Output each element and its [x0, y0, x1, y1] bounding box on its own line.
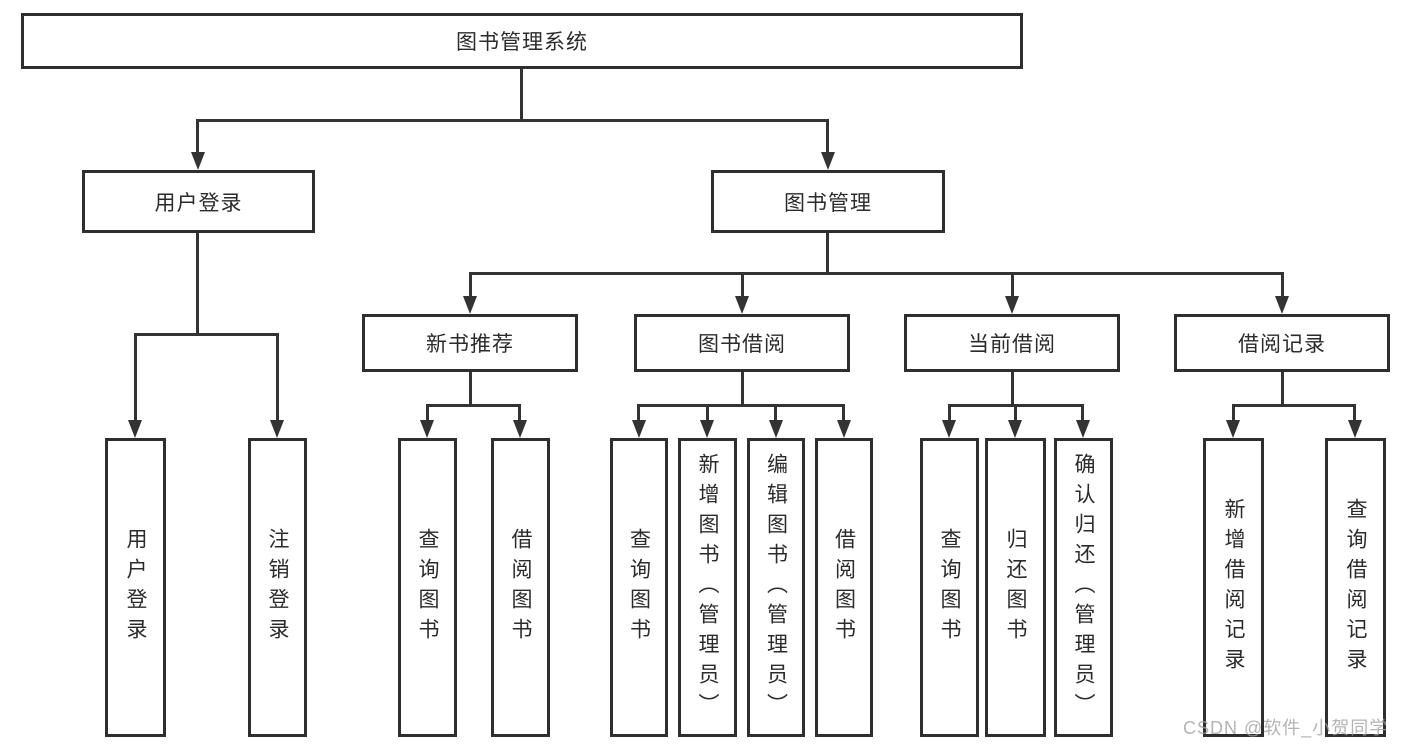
arrow-down-icon: [1348, 420, 1362, 438]
node-label: 借阅图书: [509, 527, 532, 648]
connector-to-leaf-user-login: [134, 333, 137, 420]
connector-to-leaf: [518, 404, 521, 421]
node-label: 图书管理系统: [456, 31, 588, 54]
node-label: 新增图书（管理员）: [696, 452, 719, 723]
connector-user-login-branch: [134, 333, 279, 336]
node-label: 借阅图书: [832, 527, 856, 648]
connector-book-borrow-branch: [637, 404, 845, 407]
arrow-down-icon: [1076, 420, 1090, 438]
arrow-down-icon: [700, 420, 714, 438]
node-label: 确认归还（管理员）: [1072, 452, 1095, 723]
node-label: 用户登录: [154, 191, 243, 215]
arrow-down-icon: [769, 420, 783, 438]
connector-new-book-recommend-branch: [426, 404, 521, 407]
connector-to-book-borrow: [741, 272, 744, 298]
node-label: 查询借阅记录: [1344, 497, 1367, 678]
arrow-down-icon: [463, 296, 477, 314]
connector-root-branch: [196, 119, 829, 122]
leaf-current-confirm-return-admin: 确认归还（管理员）: [1054, 438, 1113, 737]
connector-to-borrow-records: [1281, 272, 1284, 298]
node-label: 图书借阅: [698, 333, 786, 356]
connector-to-leaf: [706, 404, 709, 421]
arrow-down-icon: [420, 420, 434, 438]
node-label: 借阅记录: [1238, 333, 1326, 356]
leaf-recommend-query-books: 查询图书: [398, 438, 457, 737]
leaf-borrow-add-books-admin: 新增图书（管理员）: [678, 438, 737, 737]
node-label: 新书推荐: [426, 333, 514, 356]
arrow-down-icon: [1226, 420, 1240, 438]
connector-to-current-borrow: [1011, 272, 1014, 298]
node-label: 新增借阅记录: [1222, 497, 1245, 678]
node-label: 图书管理: [784, 191, 872, 215]
connector-user-login-stem: [196, 233, 199, 336]
connector-to-leaf: [948, 404, 951, 421]
node-label: 用户登录: [124, 527, 147, 648]
connector-to-leaf: [774, 404, 777, 421]
connector-to-leaf: [637, 404, 640, 421]
arrow-down-icon: [1275, 296, 1289, 314]
node-user-login: 用户登录: [82, 170, 315, 233]
leaf-borrow-borrow-books: 借阅图书: [815, 438, 873, 737]
leaf-records-query-borrow-record: 查询借阅记录: [1325, 438, 1386, 737]
node-borrow-records: 借阅记录: [1174, 314, 1390, 372]
connector-new-book-recommend-stem: [469, 372, 472, 407]
connector-book-management-stem: [826, 233, 829, 274]
arrow-down-icon: [191, 152, 205, 170]
node-label: 查询图书: [938, 527, 961, 648]
node-book-borrow: 图书借阅: [634, 314, 850, 372]
arrow-down-icon: [1008, 420, 1022, 438]
connector-to-leaf: [1232, 404, 1235, 421]
connector-to-user-login: [196, 119, 199, 154]
csdn-watermark: CSDN @软件_小贺同学: [1183, 718, 1389, 738]
leaf-current-query-books: 查询图书: [920, 438, 979, 737]
connector-to-leaf: [842, 404, 845, 421]
connector-borrow-records-branch: [1232, 404, 1356, 407]
node-label: 归还图书: [1004, 527, 1027, 648]
connector-to-new-book-recommend: [469, 272, 472, 298]
connector-to-leaf: [1081, 404, 1084, 421]
connector-root-stem: [520, 69, 523, 121]
node-label: 查询图书: [627, 527, 651, 648]
connector-to-leaf: [1353, 404, 1356, 421]
arrow-down-icon: [942, 420, 956, 438]
connector-to-leaf-logout: [276, 333, 279, 420]
node-book-management: 图书管理: [711, 170, 945, 233]
arrow-down-icon: [821, 152, 835, 170]
arrow-down-icon: [513, 420, 527, 438]
arrow-down-icon: [632, 420, 646, 438]
arrow-down-icon: [1005, 296, 1019, 314]
connector-book-borrow-stem: [741, 372, 744, 407]
arrow-down-icon: [735, 296, 749, 314]
connector-to-leaf: [1014, 404, 1017, 421]
leaf-logout-login: 注销登录: [248, 438, 307, 737]
node-label: 当前借阅: [968, 333, 1056, 356]
node-label: 查询图书: [416, 527, 439, 648]
arrow-down-icon: [270, 420, 284, 438]
connector-book-management-branch: [469, 272, 1283, 275]
leaf-borrow-edit-books-admin: 编辑图书（管理员）: [747, 438, 805, 737]
node-label: 注销登录: [266, 527, 289, 648]
node-new-book-recommend: 新书推荐: [362, 314, 578, 372]
leaf-user-login: 用户登录: [105, 438, 166, 737]
leaf-current-return-books: 归还图书: [985, 438, 1046, 737]
leaf-borrow-query-books: 查询图书: [610, 438, 668, 737]
leaf-recommend-borrow-books: 借阅图书: [491, 438, 550, 737]
connector-current-borrow-stem: [1011, 372, 1014, 407]
arrow-down-icon: [837, 420, 851, 438]
arrow-down-icon: [128, 420, 142, 438]
node-library-management-system: 图书管理系统: [21, 13, 1023, 69]
connector-to-book-management: [826, 119, 829, 154]
connector-borrow-records-stem: [1281, 372, 1284, 407]
node-current-borrow: 当前借阅: [904, 314, 1120, 372]
connector-to-leaf: [426, 404, 429, 421]
leaf-records-add-borrow-record: 新增借阅记录: [1203, 438, 1264, 737]
node-label: 编辑图书（管理员）: [764, 452, 788, 723]
